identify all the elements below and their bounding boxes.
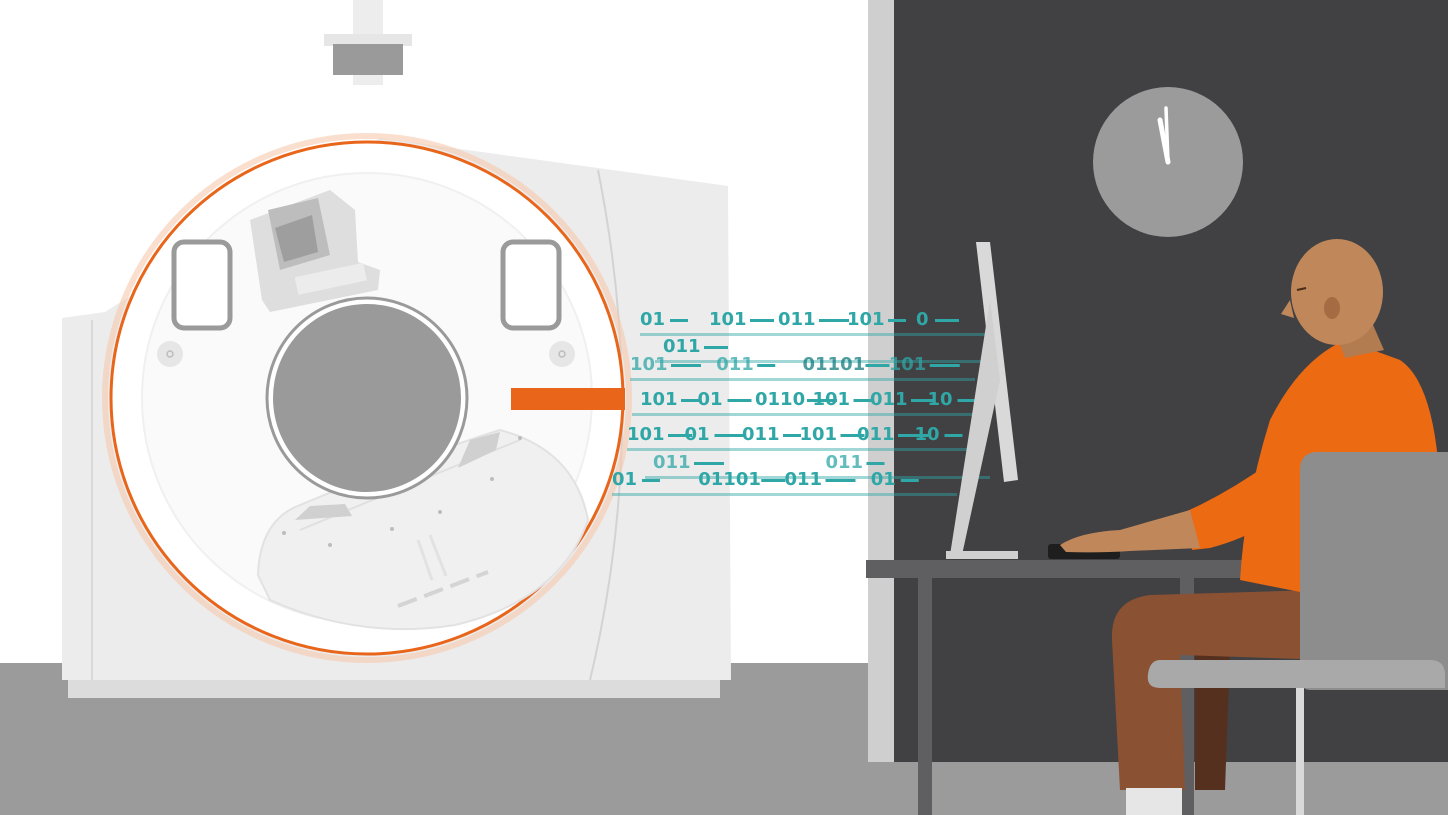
binary-digits: 101 bbox=[847, 309, 885, 330]
data-emitter-bar bbox=[511, 388, 625, 410]
binary-digits: 101 bbox=[630, 354, 668, 375]
data-dash bbox=[704, 346, 728, 349]
computer-monitor bbox=[946, 242, 1018, 559]
data-dash bbox=[935, 319, 959, 322]
data-dash bbox=[761, 479, 786, 482]
binary-digits: 101 bbox=[709, 309, 747, 330]
person-legs bbox=[1111, 590, 1330, 790]
data-dash bbox=[929, 364, 960, 367]
data-dash bbox=[642, 479, 660, 482]
binary-digits: 011 bbox=[870, 389, 908, 410]
binary-digits: 011 bbox=[742, 424, 780, 445]
data-stripe bbox=[640, 333, 985, 336]
binary-digits: 011 bbox=[778, 309, 816, 330]
person-head bbox=[1291, 239, 1383, 345]
binary-digits: 0110 bbox=[755, 389, 805, 410]
data-dash bbox=[898, 434, 928, 437]
binary-digits: 011 bbox=[857, 424, 895, 445]
window-frame bbox=[868, 0, 894, 762]
binary-digits: 101 bbox=[640, 389, 678, 410]
data-dash bbox=[694, 462, 724, 465]
data-dash bbox=[714, 434, 745, 437]
data-dash bbox=[681, 399, 699, 402]
binary-digits: 01101 bbox=[803, 354, 866, 375]
ceiling-mount bbox=[324, 0, 412, 85]
data-dash bbox=[866, 462, 885, 465]
person-arm bbox=[1185, 440, 1330, 550]
data-dash bbox=[865, 364, 890, 367]
binary-digits: 011 bbox=[785, 469, 823, 490]
data-dash bbox=[670, 319, 688, 322]
binary-digits: 01 bbox=[871, 469, 896, 490]
clock-minute-hand bbox=[1164, 106, 1170, 164]
data-dash bbox=[957, 399, 988, 402]
office-chair bbox=[1147, 452, 1448, 815]
data-stripe bbox=[612, 493, 957, 496]
data-dash bbox=[944, 434, 963, 437]
gantry-glow bbox=[102, 133, 632, 663]
data-dash bbox=[825, 479, 856, 482]
binary-digits: 10 bbox=[928, 389, 953, 410]
binary-digits: 011 bbox=[716, 354, 754, 375]
wall-clock bbox=[1093, 87, 1243, 237]
binary-digits: 01 bbox=[640, 309, 665, 330]
data-dash bbox=[750, 319, 774, 322]
binary-digits: 101 bbox=[800, 424, 838, 445]
data-dash bbox=[783, 434, 801, 437]
data-dash bbox=[819, 319, 849, 322]
data-stripe bbox=[630, 378, 975, 381]
data-dash bbox=[888, 319, 906, 322]
scanner-bore bbox=[273, 304, 461, 492]
binary-digits: 101 bbox=[627, 424, 665, 445]
binary-digits: 011 bbox=[653, 452, 691, 473]
scanner-base bbox=[68, 680, 720, 698]
gantry-window-right bbox=[500, 239, 562, 331]
data-dash bbox=[807, 399, 837, 402]
binary-digits: 01 bbox=[685, 424, 710, 445]
data-stripe bbox=[632, 413, 977, 416]
binary-digits: 011 bbox=[663, 336, 701, 357]
xray-tube bbox=[250, 190, 380, 312]
binary-digits: 01 bbox=[698, 389, 723, 410]
gantry-window-left bbox=[171, 239, 233, 331]
data-dash bbox=[900, 479, 919, 482]
ct-scanner bbox=[62, 133, 731, 698]
binary-digits: 01101 bbox=[698, 469, 761, 490]
binary-digits: 10 bbox=[915, 424, 940, 445]
data-stripe bbox=[645, 476, 990, 479]
binary-digits: 101 bbox=[889, 354, 927, 375]
binary-digits: 01 bbox=[612, 469, 637, 490]
data-dash bbox=[757, 364, 776, 367]
data-dash bbox=[727, 399, 752, 402]
binary-digits: 101 bbox=[813, 389, 851, 410]
binary-digits: 011 bbox=[826, 452, 864, 473]
data-stripe bbox=[655, 360, 1000, 363]
data-dash bbox=[911, 399, 935, 402]
data-stripe bbox=[627, 448, 972, 451]
binary-digits: 0 bbox=[916, 309, 929, 330]
data-dash bbox=[840, 434, 865, 437]
data-dash bbox=[668, 434, 692, 437]
detector-arc bbox=[256, 428, 590, 631]
data-dash bbox=[671, 364, 701, 367]
data-dash bbox=[853, 399, 872, 402]
